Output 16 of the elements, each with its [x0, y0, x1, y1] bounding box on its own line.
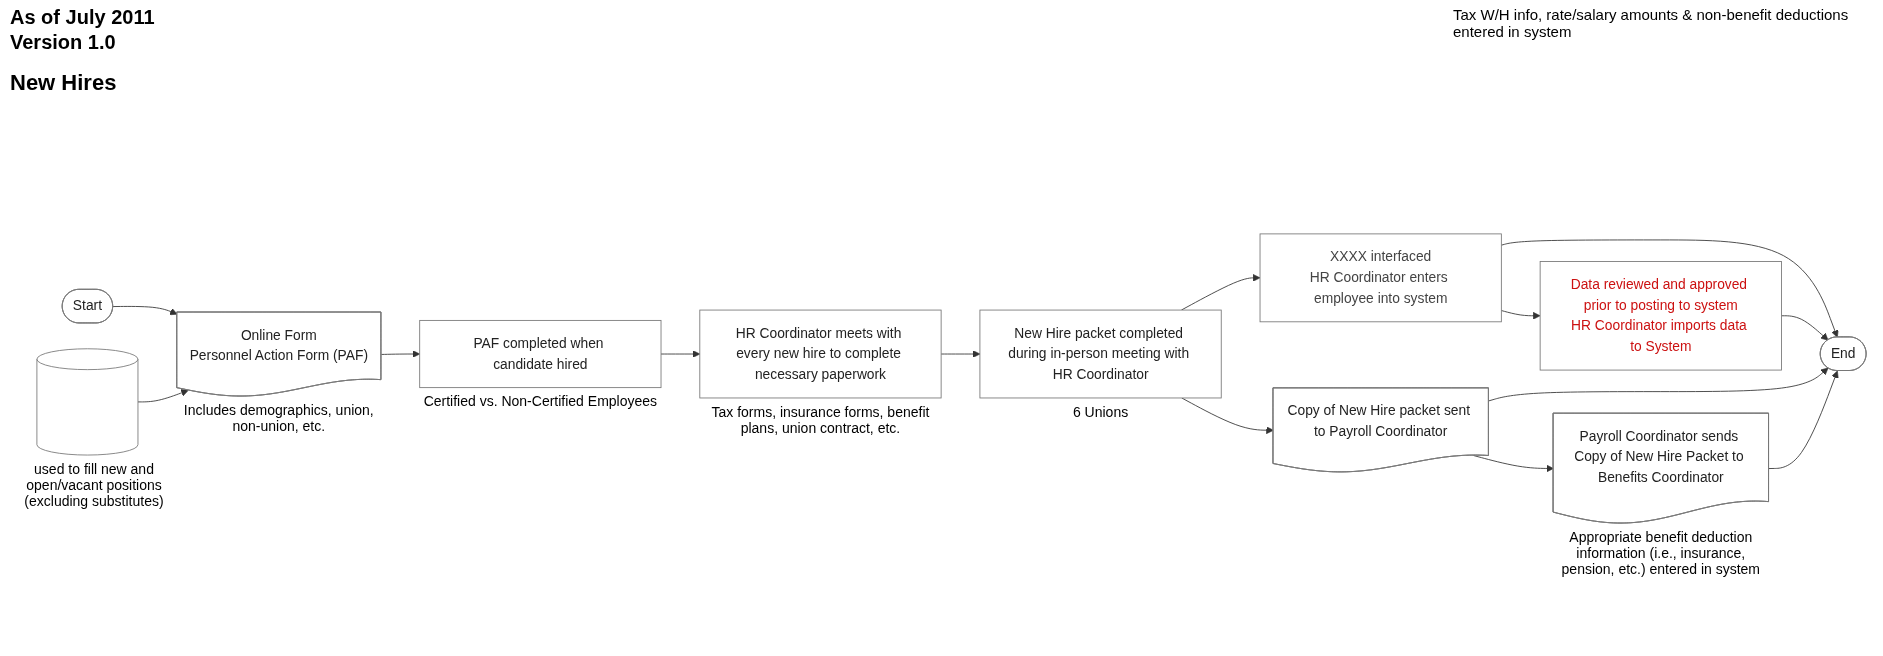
- node-note: Certified vs. Non-Certified Employees: [422, 393, 659, 410]
- node-box: PAF completed when candidate hired: [419, 319, 662, 388]
- node-cylinder: [36, 347, 139, 455]
- node-box: Data reviewed and approved prior to posting to system HR Coordinator imports data to System: [1539, 260, 1782, 371]
- node-box: New Hire packet completed during in-person meeting with HR Coordinator: [979, 309, 1222, 398]
- node-note: Includes demographics, union, non-union, etc.: [182, 401, 375, 434]
- version-note: As of July 2011: [10, 6, 155, 29]
- annotation-text: Tax W/H info, rate/salary amounts & non-benefit deductions entered in system: [1453, 6, 1850, 40]
- node-note: 6 Unions: [1071, 403, 1130, 420]
- node-box: XXXX interfaced HR Coordinator enters employee into system: [1259, 233, 1502, 322]
- node-note: used to fill new and open/vacant positions (excluding substitutes): [23, 460, 165, 509]
- node-note: Tax forms, insurance forms, benefit plans, union contract, etc.: [710, 403, 931, 436]
- node-note: Appropriate benefit deduction information (i.e., insurance, pension, etc.) entered in system: [1560, 528, 1761, 577]
- version-note: Version 1.0: [10, 31, 117, 54]
- diagram-title: New Hires: [10, 70, 117, 96]
- node-box: HR Coordinator meets with every new hire to complete necessary paperwork: [699, 309, 942, 398]
